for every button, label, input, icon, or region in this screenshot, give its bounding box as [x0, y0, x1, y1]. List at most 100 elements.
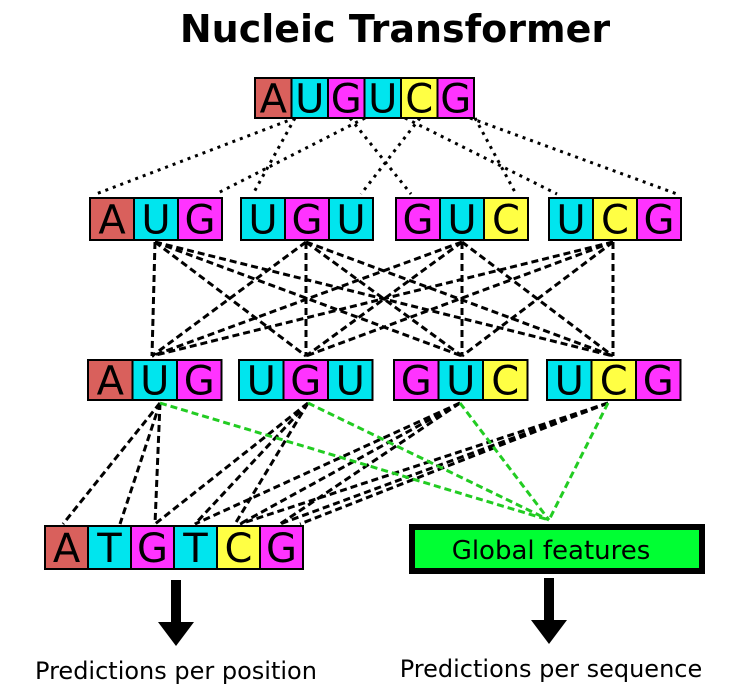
- nucleotide-letter: T: [182, 526, 208, 572]
- nucleotide-cell: [284, 197, 330, 241]
- nucleotide-cell: [282, 359, 329, 401]
- global-features-label: Global features: [452, 536, 651, 566]
- nucleotide-cell: [173, 525, 218, 570]
- sequence-arrow: [531, 578, 567, 644]
- nucleotide-cell: [635, 359, 682, 401]
- global-features-box: Global features: [409, 524, 705, 574]
- dashed-link: [151, 240, 463, 358]
- nucleotide-cell: [436, 77, 475, 119]
- position-arrow: [158, 580, 194, 646]
- nucleotide-letter: A: [260, 76, 288, 122]
- nucleotide-letter: G: [266, 526, 297, 572]
- sequence-arrow-shaft: [544, 578, 554, 620]
- nucleotide-letter: C: [600, 358, 628, 404]
- links-top-to-row1: [95, 116, 678, 196]
- diagram-title: Nucleic Transformer: [180, 7, 611, 51]
- nucleotide-cell: [400, 77, 439, 119]
- nucleotide-letter: U: [141, 197, 170, 243]
- dotted-link: [404, 116, 558, 196]
- nucleotide-cell: [636, 197, 682, 241]
- dashed-link: [154, 401, 309, 526]
- nucleotide-cell: [483, 197, 529, 241]
- dotted-link: [469, 116, 678, 196]
- nucleotide-cell: [482, 359, 529, 401]
- nucleotide-letter: G: [644, 197, 675, 243]
- dashed-link: [239, 401, 609, 526]
- nucleotide-letter: G: [184, 358, 215, 404]
- nucleotide-letter: C: [601, 197, 629, 243]
- nucleotide-letter: U: [336, 197, 365, 243]
- nucleotide-letter: U: [556, 197, 585, 243]
- nucleotide-cell: [238, 359, 285, 401]
- nucleotide-letter: A: [98, 197, 126, 243]
- sequence-arrow-head: [531, 620, 567, 644]
- dashed-link: [461, 240, 614, 358]
- nucleotide-letter: G: [331, 76, 362, 122]
- dotted-link: [473, 117, 518, 195]
- nucleotide-letter: U: [447, 197, 476, 243]
- position-arrow-shaft: [171, 580, 181, 622]
- green-dashed-link: [547, 402, 610, 521]
- dashed-link: [61, 402, 162, 525]
- nucleotide-letter: G: [401, 358, 432, 404]
- nucleotide-cell: [439, 197, 485, 241]
- nucleotide-cell: [437, 359, 484, 401]
- green-dashed-link: [159, 401, 550, 522]
- dashed-link: [193, 401, 310, 526]
- nucleotide-letter: U: [247, 358, 276, 404]
- dotted-link: [95, 116, 296, 196]
- nucleotide-cell: [176, 359, 223, 401]
- nucleotide-letter: U: [336, 358, 365, 404]
- nucleotide-letter: U: [140, 358, 169, 404]
- nucleotide-cell: [548, 197, 594, 241]
- dashed-link: [194, 401, 461, 526]
- nucleotide-letter: G: [290, 358, 321, 404]
- nucleotide-letter: U: [248, 197, 277, 243]
- dashed-link: [239, 401, 461, 526]
- nucleotide-letter: G: [137, 526, 168, 572]
- nucleotide-cell: [89, 197, 135, 241]
- dashed-link: [279, 401, 461, 526]
- nucleotide-cell: [590, 359, 637, 401]
- nucleotide-letter: U: [555, 358, 584, 404]
- nucleotide-cell: [393, 359, 440, 401]
- nucleotide-letter: U: [368, 76, 397, 122]
- nucleotide-cell: [327, 359, 374, 401]
- nucleotide-letter: A: [97, 358, 125, 404]
- predictions-per-sequence-label: Predictions per sequence: [400, 655, 703, 683]
- nucleotide-letter: T: [96, 526, 122, 572]
- dashed-link: [153, 402, 162, 525]
- links-row1-to-row2: [150, 240, 615, 358]
- dashed-link: [233, 402, 310, 525]
- nucleotide-cell: [240, 197, 286, 241]
- nucleotide-cell: [395, 197, 441, 241]
- nucleotide-letter: G: [403, 197, 434, 243]
- dashed-link: [151, 240, 614, 358]
- dashed-link: [150, 241, 157, 357]
- nucleotide-cell: [87, 359, 134, 401]
- nucleotide-cell: [254, 77, 293, 119]
- nucleotide-letter: C: [225, 526, 253, 572]
- nucleotide-cell: [133, 197, 179, 241]
- nucleotide-letter: U: [295, 76, 324, 122]
- nucleotide-letter: G: [643, 358, 674, 404]
- dotted-link: [348, 117, 413, 195]
- nucleotide-cell: [259, 525, 304, 570]
- position-arrow-head: [158, 622, 194, 646]
- dashed-link: [118, 402, 162, 525]
- global-features-rect: [409, 524, 705, 574]
- predictions-per-position-label: Predictions per position: [35, 657, 317, 685]
- links-row2-to-global: [159, 401, 610, 522]
- nucleotide-cell: [546, 359, 593, 401]
